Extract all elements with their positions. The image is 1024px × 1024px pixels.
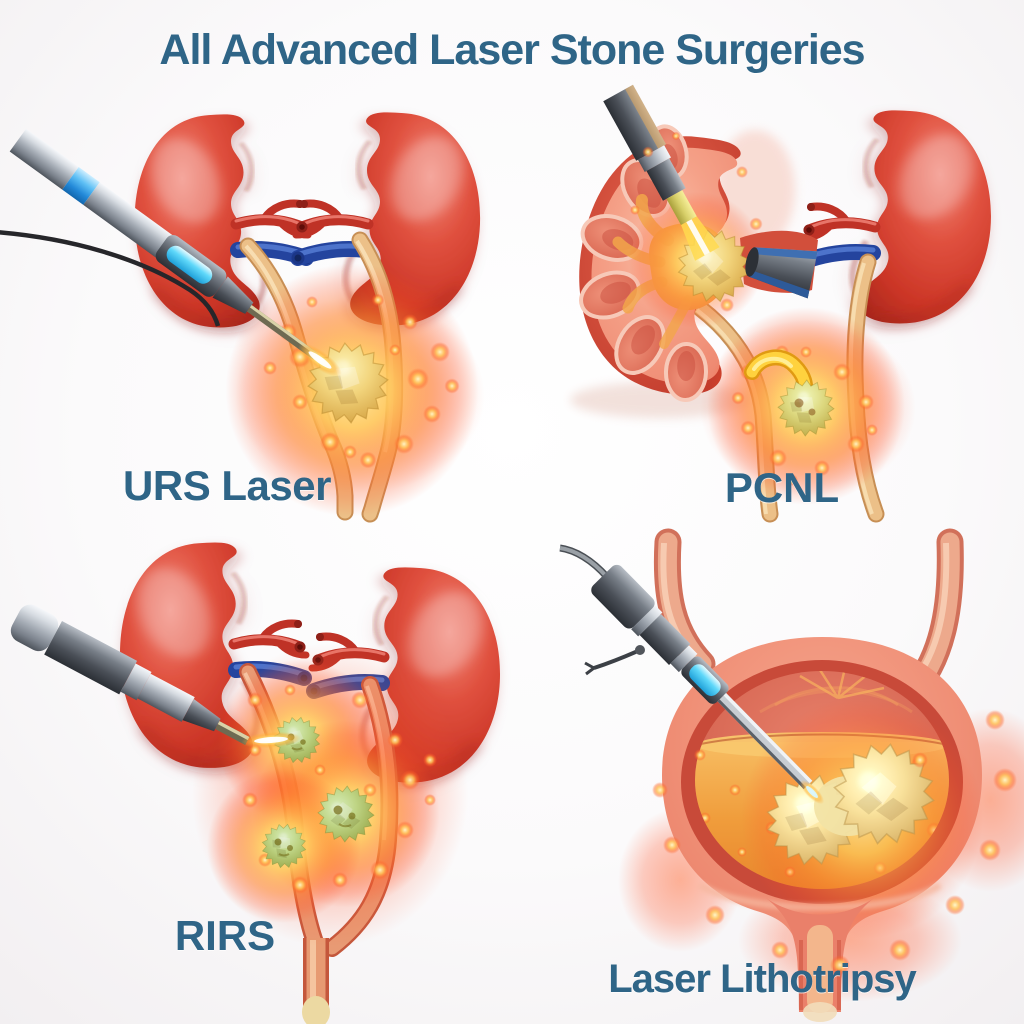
label-rirs: RIRS	[174, 912, 276, 959]
label-laser-lithotripsy: Laser Lithotripsy	[608, 957, 917, 1001]
pcnl-nephroscope	[603, 84, 720, 261]
litho-scope-cable	[559, 544, 610, 580]
rirs-panel-illustration	[10, 543, 500, 1024]
urs-ureteroscope	[9, 128, 318, 360]
rirs-laser-flare	[241, 731, 301, 749]
page-title: All Advanced Laser Stone Surgeries	[159, 26, 865, 74]
label-urs-laser: URS Laser	[123, 462, 331, 509]
litho-urethra	[766, 898, 874, 1022]
litho-bladder-stone	[760, 733, 945, 872]
pcnl-right-kidney	[853, 110, 991, 323]
pcnl-access-sheath	[745, 247, 818, 299]
rirs-flexible-scope	[10, 604, 250, 745]
litho-scope-side-lever	[584, 645, 645, 676]
urs-panel-illustration	[0, 112, 485, 523]
litho-laser-flare	[799, 779, 825, 805]
pcnl-renal-pyramids	[579, 124, 709, 402]
litho-cystoscope	[591, 564, 813, 790]
label-pcnl: PCNL	[724, 464, 840, 511]
urs-laser-flare	[298, 343, 342, 377]
litho-panel-illustration	[559, 528, 1024, 1022]
urs-guidewire	[0, 230, 221, 327]
pcnl-panel-illustration	[570, 84, 991, 523]
